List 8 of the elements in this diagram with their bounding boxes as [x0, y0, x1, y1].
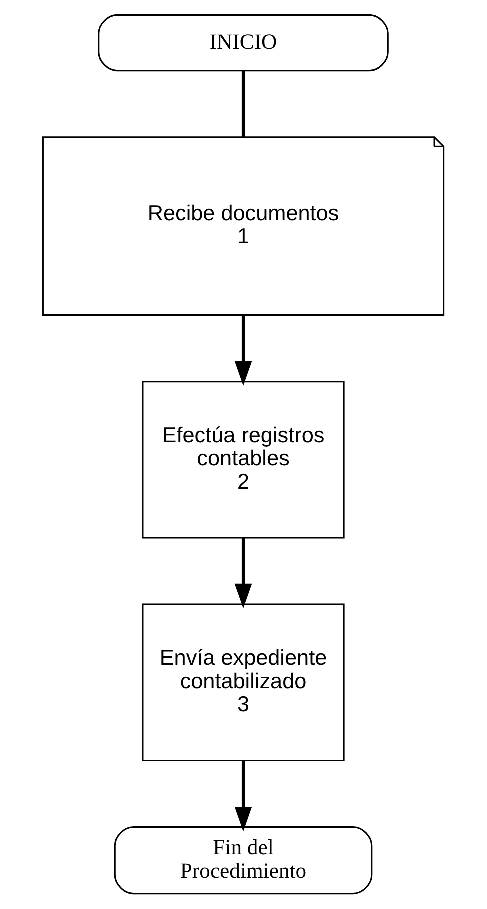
- node-box: Efectúa registros contables 2: [142, 381, 345, 539]
- connector: [242, 71, 246, 138]
- node-box: INICIO: [98, 14, 389, 72]
- arrow: [234, 760, 252, 832]
- node-box: Fin del Procedimiento: [114, 826, 373, 895]
- node-box: Envía expediente contabilizado 3: [142, 604, 345, 762]
- arrow: [234, 538, 252, 609]
- arrow: [234, 316, 252, 386]
